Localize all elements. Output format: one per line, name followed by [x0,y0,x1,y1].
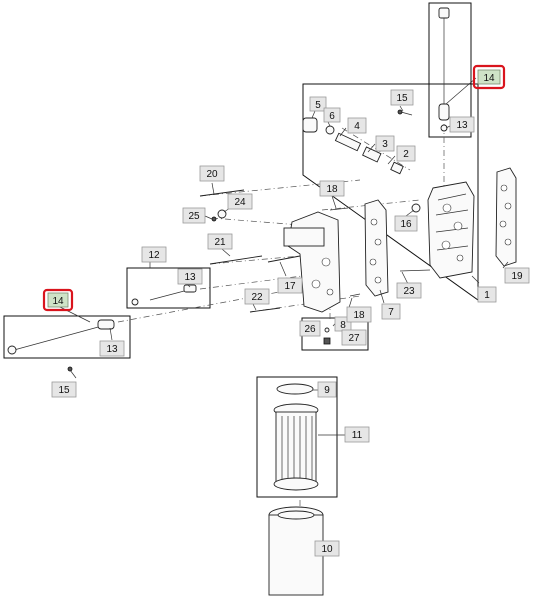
part-oring-9[interactable] [276,383,314,395]
callout-11-label: 11 [352,430,363,441]
part-sensor-14-left[interactable] [7,319,115,355]
callout-10-label: 10 [321,544,333,555]
callout-14-right-highlighted[interactable]: 14 [472,64,506,90]
callout-12[interactable]: 12 [141,246,167,263]
part-bolt-21[interactable] [209,255,263,265]
callout-20[interactable]: 20 [199,165,225,182]
part-filter-element-11[interactable] [273,403,319,491]
callout-3-label: 3 [382,139,388,150]
group-frame-top-right [428,2,472,138]
callout-4[interactable]: 4 [347,117,367,134]
part-separator-plate[interactable] [364,199,389,297]
callout-4-label: 4 [354,121,360,132]
callout-7-label: 7 [388,307,394,318]
callout-24-label: 24 [234,197,246,208]
callout-2[interactable]: 2 [396,145,416,162]
callout-15-bottom[interactable]: 15 [51,381,77,398]
callout-3[interactable]: 3 [375,135,395,152]
part-screw-15-bottom[interactable] [67,366,77,379]
callout-18-label: 18 [353,310,365,321]
callout-18-bottom[interactable]: 18 [346,306,372,323]
callout-13-label: 13 [184,272,196,283]
part-valve-body[interactable] [283,211,341,313]
callout-23[interactable]: 23 [396,282,422,299]
callout-26-label: 26 [304,324,316,335]
part-sensor-14-right[interactable] [438,7,450,132]
callout-13-label: 13 [456,120,468,131]
part-seal-26[interactable] [324,327,330,333]
part-bolt-17-rod[interactable] [267,255,301,263]
callout-21[interactable]: 21 [207,233,233,250]
callout-13-group-12[interactable]: 13 [177,268,203,285]
callout-23-label: 23 [403,286,415,297]
callout-17[interactable]: 17 [277,277,303,294]
callout-1[interactable]: 1 [477,286,497,303]
part-sensor-12[interactable] [131,284,197,306]
group-frame-12 [126,267,211,309]
callout-24[interactable]: 24 [227,193,253,210]
callout-11[interactable]: 11 [344,426,370,443]
callout-22[interactable]: 22 [244,288,270,305]
part-seal-27[interactable] [323,337,331,345]
part-spool-stack[interactable] [302,117,404,175]
callout-26[interactable]: 26 [299,320,321,337]
callout-16-label: 16 [400,219,412,230]
part-filter-housing-10[interactable] [268,506,324,596]
callout-14-label: 14 [52,296,64,307]
callout-1-label: 1 [484,290,490,301]
group-frame-filter [256,376,338,498]
callout-5-label: 5 [315,100,321,111]
callout-13-label: 13 [106,344,118,355]
callout-12-label: 12 [148,250,160,261]
callout-20-label: 20 [206,169,218,180]
part-screw-23[interactable] [399,269,431,272]
callout-14-left-highlighted[interactable]: 14 [42,288,74,312]
callout-17-label: 17 [284,281,296,292]
part-pin-18-top[interactable] [329,207,349,211]
part-bolt-20[interactable] [199,189,245,197]
part-gasket-right[interactable] [495,167,517,267]
part-bolt-22[interactable] [249,307,281,313]
callout-16[interactable]: 16 [394,215,418,232]
callout-22-label: 22 [251,292,263,303]
callout-19-label: 19 [511,271,523,282]
callout-14-label: 14 [483,73,495,84]
callout-19[interactable]: 19 [504,267,530,284]
callout-8-label: 8 [340,320,346,331]
callout-9[interactable]: 9 [317,381,337,398]
callout-5[interactable]: 5 [309,96,327,112]
callout-6-label: 6 [329,111,335,122]
callout-25-label: 25 [188,211,200,222]
callout-15-label: 15 [58,385,70,396]
callout-27[interactable]: 27 [341,329,367,346]
callout-25[interactable]: 25 [182,207,206,224]
callout-7[interactable]: 7 [381,303,401,320]
callout-21-label: 21 [214,237,226,248]
callout-9-label: 9 [324,385,330,396]
callout-15-top[interactable]: 15 [390,89,414,106]
group-frame-14-left [3,315,131,359]
part-fitting-25[interactable] [211,216,217,222]
callout-13-left[interactable]: 13 [99,340,125,357]
callout-18-top[interactable]: 18 [319,180,345,197]
callout-18-label: 18 [326,184,338,195]
callout-6[interactable]: 6 [323,107,341,123]
callout-10[interactable]: 10 [314,540,340,557]
callout-15-label: 15 [396,93,408,104]
callout-2-label: 2 [403,149,409,160]
part-pin-18-bottom[interactable] [349,293,361,297]
part-screw-15-top[interactable] [397,109,413,116]
callout-13-top-right[interactable]: 13 [449,116,475,133]
part-valve-housing[interactable] [427,181,475,279]
callout-27-label: 27 [348,333,360,344]
